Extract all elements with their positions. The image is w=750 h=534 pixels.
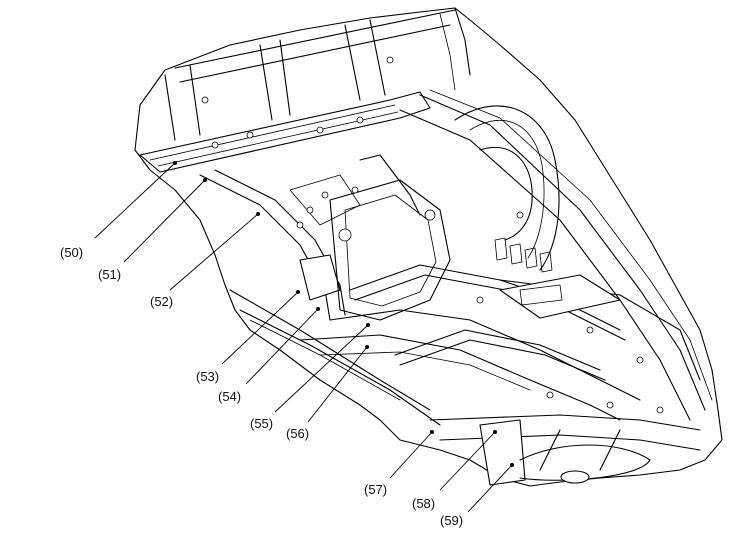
callout-51: (51) [98,267,122,282]
leader-59 [467,464,513,513]
callout-54: (54) [218,389,242,404]
leader-54 [245,308,319,385]
callout-50: (50) [60,245,84,260]
callout-59: (59) [440,513,464,528]
leader-57 [389,431,433,479]
leader-50 [94,162,176,239]
callout-58: (58) [412,496,436,511]
leader-51 [123,179,206,263]
callout-55: (55) [250,416,274,431]
callout-57: (57) [364,482,388,497]
callout-56: (56) [286,426,310,441]
leader-56 [307,346,368,423]
leader-55 [274,324,369,413]
panel-holes [201,56,664,414]
callout-53: (53) [196,369,220,384]
leader-53 [221,291,299,365]
leader-lines [94,161,514,513]
callout-52: (52) [150,294,174,309]
leader-58 [439,431,496,491]
leader-52 [169,213,259,291]
body-outline [134,7,723,487]
